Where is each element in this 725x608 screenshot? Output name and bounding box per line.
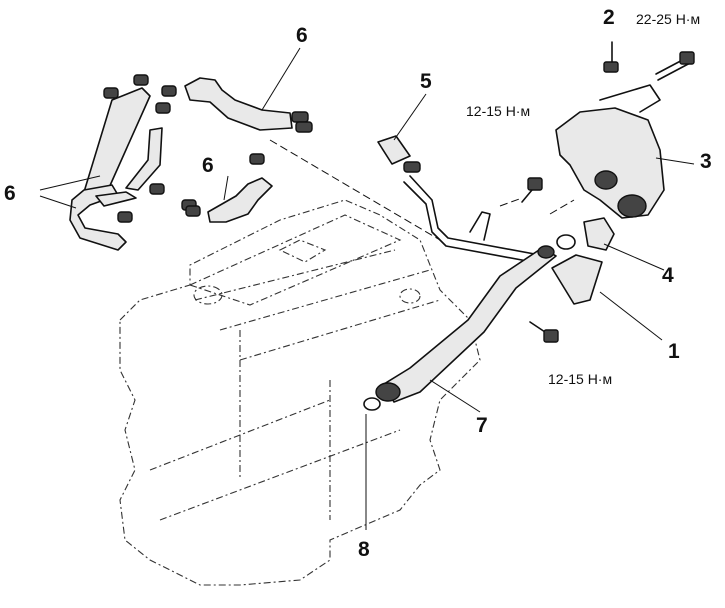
metal-bypass-pipe bbox=[403, 175, 541, 264]
leader-lines bbox=[39, 47, 695, 530]
callout-5: 5 bbox=[420, 70, 432, 93]
bypass-hose-lower bbox=[185, 153, 273, 223]
hose-clamp-group-left bbox=[103, 74, 197, 223]
heater-hose-assembly-left bbox=[69, 87, 163, 251]
engine-block-outline bbox=[119, 199, 481, 586]
callout-3: 3 bbox=[700, 150, 712, 173]
o-ring-8 bbox=[363, 397, 381, 411]
callout-6-top: 6 bbox=[296, 24, 308, 47]
callout-2: 2 bbox=[603, 6, 615, 29]
callout-8: 8 bbox=[358, 538, 370, 561]
torque-label-upper: 12-15 Н·м bbox=[466, 103, 530, 119]
bolt-12-15-upper bbox=[521, 177, 543, 203]
thermostat-1 bbox=[551, 254, 603, 305]
small-hose-5 bbox=[377, 135, 421, 173]
callout-7: 7 bbox=[476, 414, 488, 437]
callout-4: 4 bbox=[662, 264, 674, 287]
gasket-4 bbox=[583, 217, 615, 251]
o-ring-upper bbox=[556, 234, 576, 250]
bypass-hose-upper bbox=[184, 77, 313, 133]
water-pipe-7 bbox=[375, 245, 557, 403]
callout-1: 1 bbox=[668, 340, 680, 363]
bolt-2 bbox=[603, 41, 619, 73]
torque-label-bolt-2: 22-25 Н·м bbox=[636, 11, 700, 27]
water-outlet-housing bbox=[555, 84, 665, 219]
torque-label-lower: 12-15 Н·м bbox=[548, 371, 612, 387]
callout-6-left: 6 bbox=[4, 182, 16, 205]
bolt-22-25 bbox=[655, 51, 695, 81]
bolt-12-15-lower bbox=[529, 321, 559, 343]
callout-6-middle: 6 bbox=[202, 154, 214, 177]
